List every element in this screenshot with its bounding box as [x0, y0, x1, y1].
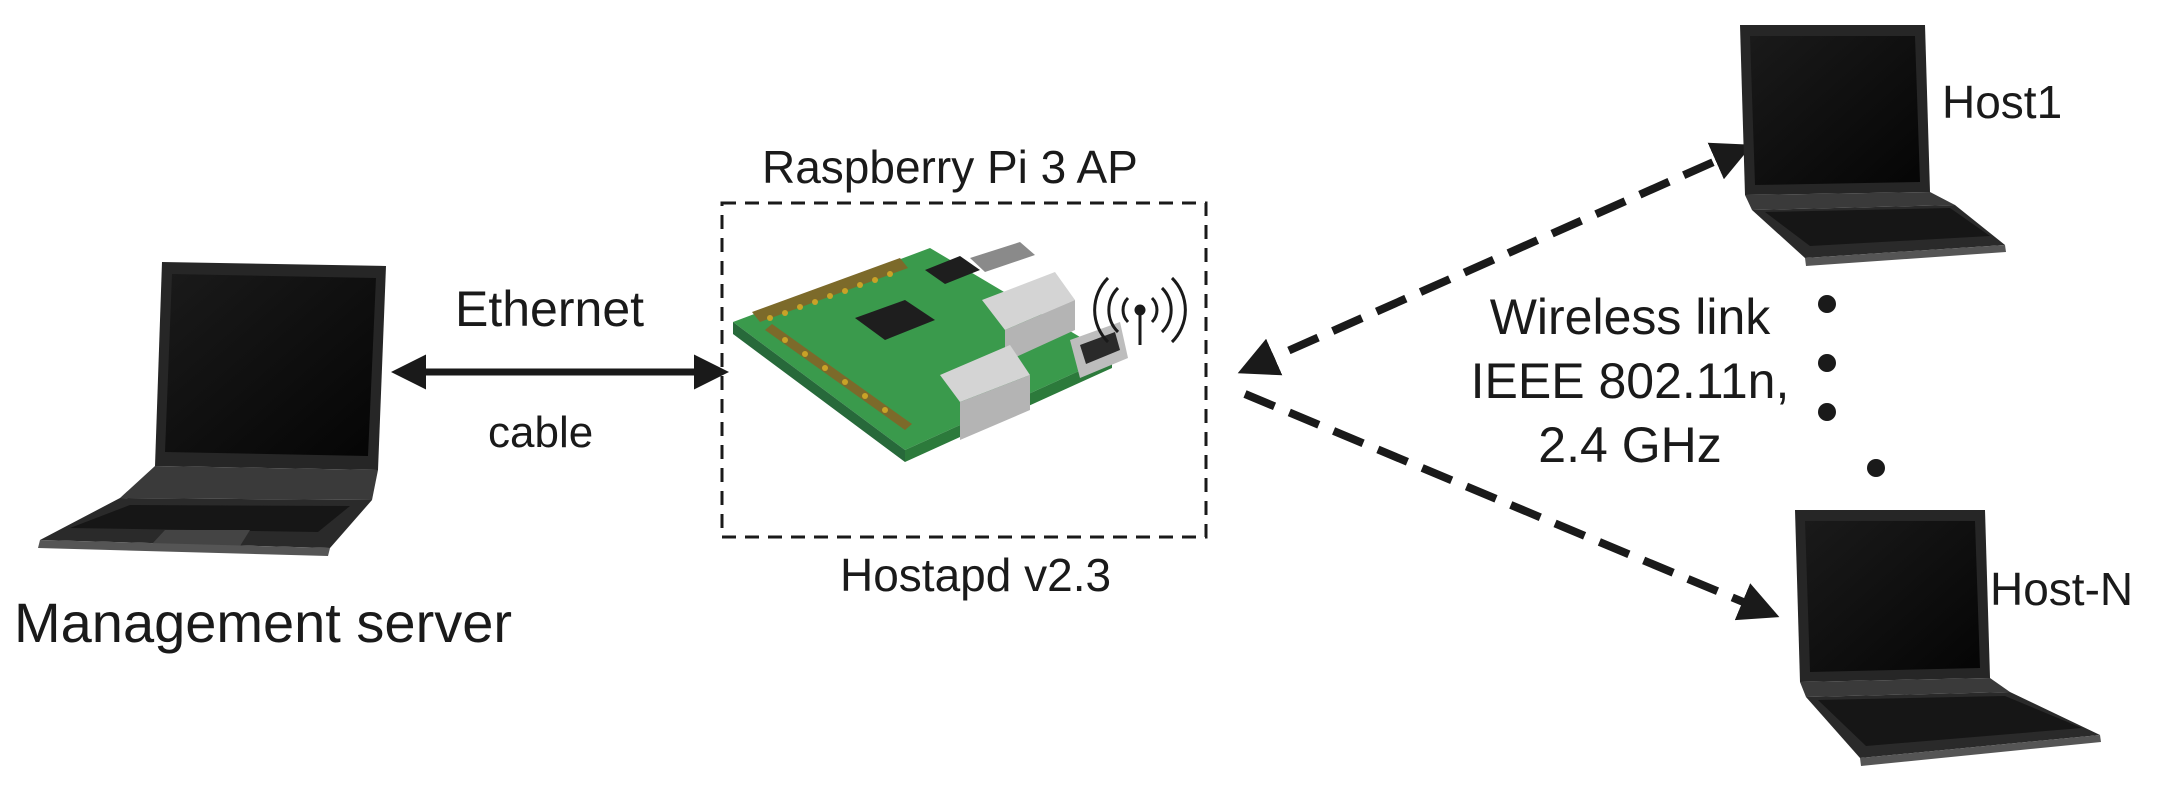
more-hosts-dots [1818, 295, 1885, 477]
management-server-label: Management server [14, 591, 513, 654]
ap-title-label: Raspberry Pi 3 AP [762, 141, 1138, 193]
wireless-link-host1 [1237, 142, 1753, 376]
host1-label: Host1 [1942, 76, 2063, 128]
ethernet-label: Ethernet [455, 281, 645, 337]
hostn-label: Host-N [1990, 563, 2134, 615]
ap-boundary [720, 201, 1208, 539]
wireless-line-2: IEEE 802.11n, [1470, 353, 1790, 409]
hostapd-label: Hostapd v2.3 [840, 549, 1112, 601]
wireless-link-label: Wireless link IEEE 802.11n, 2.4 GHz [1440, 285, 1820, 477]
wireless-antenna-icon [1093, 276, 1187, 345]
hostn-laptop [1795, 510, 2101, 766]
management-server-laptop [38, 262, 386, 556]
raspberry-pi-board [733, 242, 1128, 462]
cable-label: cable [488, 408, 594, 457]
wireless-line-1: Wireless link [1489, 289, 1771, 345]
host1-laptop [1740, 25, 2006, 266]
wireless-line-3: 2.4 GHz [1538, 417, 1722, 473]
